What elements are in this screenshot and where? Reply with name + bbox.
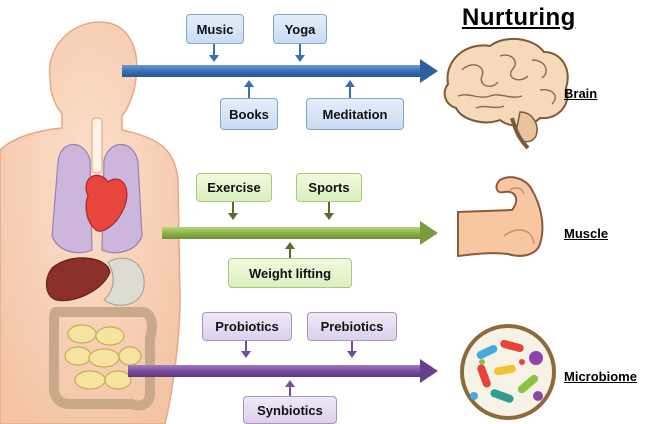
item-books: Books (220, 98, 278, 130)
item-meditation: Meditation (306, 98, 404, 130)
item-yoga: Yoga (273, 14, 327, 44)
target-label-brain: Brain (564, 86, 597, 101)
arrow-brain (122, 59, 438, 83)
flexed-arm-icon (458, 177, 542, 256)
target-label-muscle: Muscle (564, 226, 608, 241)
item-prebiotics: Prebiotics (307, 312, 397, 341)
brain-icon (445, 39, 568, 148)
item-music: Music (186, 14, 244, 44)
diagram-title: Nurturing (462, 4, 576, 32)
item-sports: Sports (296, 173, 362, 202)
item-probiotics: Probiotics (202, 312, 292, 341)
item-synbiotics: Synbiotics (243, 396, 337, 424)
human-body-illustration (0, 22, 180, 424)
target-label-microbiome: Microbiome (564, 369, 637, 384)
arrow-muscle (162, 221, 438, 245)
item-weight-lifting: Weight lifting (228, 258, 352, 288)
microbiome-dish-icon (462, 326, 554, 418)
item-exercise: Exercise (196, 173, 272, 202)
